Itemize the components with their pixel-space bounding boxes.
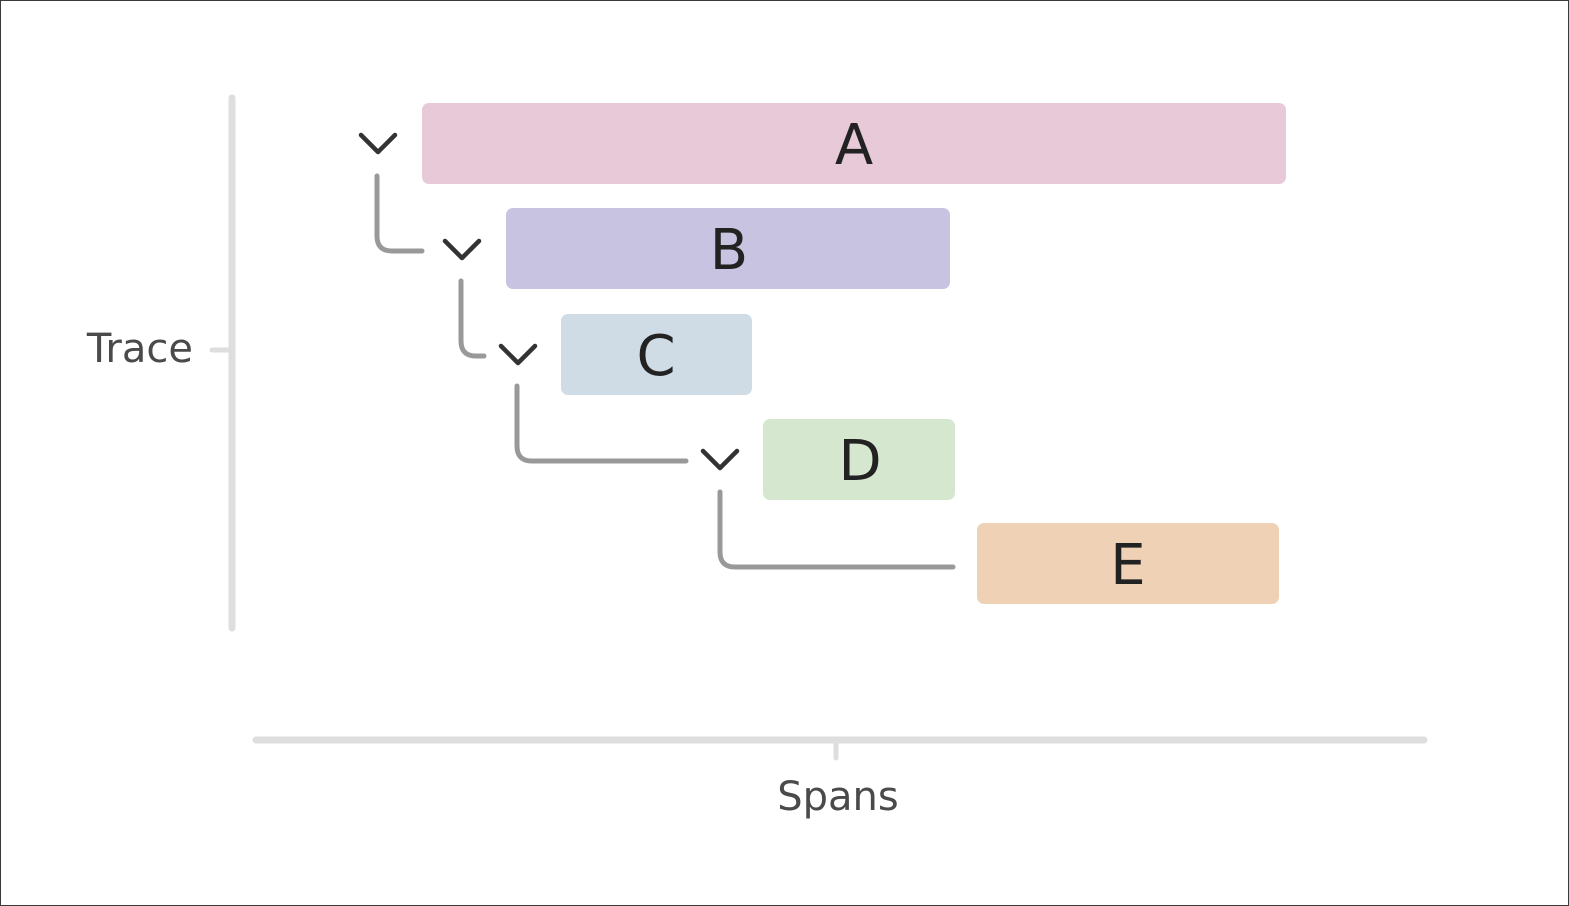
spans-axis-label: Spans <box>777 774 898 820</box>
span-label-b: B <box>710 218 748 283</box>
span-label-e: E <box>1110 533 1145 598</box>
span-label-d: D <box>838 429 881 494</box>
connector-b-c <box>458 278 487 359</box>
span-bar-e <box>977 523 1279 604</box>
span-c[interactable]: C <box>561 314 752 395</box>
span-e[interactable]: E <box>977 523 1279 604</box>
trace-axis-label: Trace <box>86 326 193 372</box>
chevron-down-icon-c[interactable] <box>498 343 538 366</box>
span-bar-b <box>506 208 950 289</box>
connector-d-e <box>717 489 956 570</box>
span-bar-c <box>561 314 752 395</box>
span-label-a: A <box>835 113 873 178</box>
span-a[interactable]: A <box>422 103 1286 184</box>
connector-c-d <box>514 383 689 464</box>
connector-a-b <box>374 173 425 254</box>
span-bar-d <box>763 419 955 500</box>
span-label-c: C <box>636 324 675 389</box>
chevron-down-icon-b[interactable] <box>442 238 482 261</box>
span-bar-a <box>422 103 1286 184</box>
span-b[interactable]: B <box>506 208 950 289</box>
chevron-down-icon-a[interactable] <box>358 132 398 155</box>
chevron-down-icon-d[interactable] <box>700 448 740 471</box>
span-d[interactable]: D <box>763 419 955 500</box>
